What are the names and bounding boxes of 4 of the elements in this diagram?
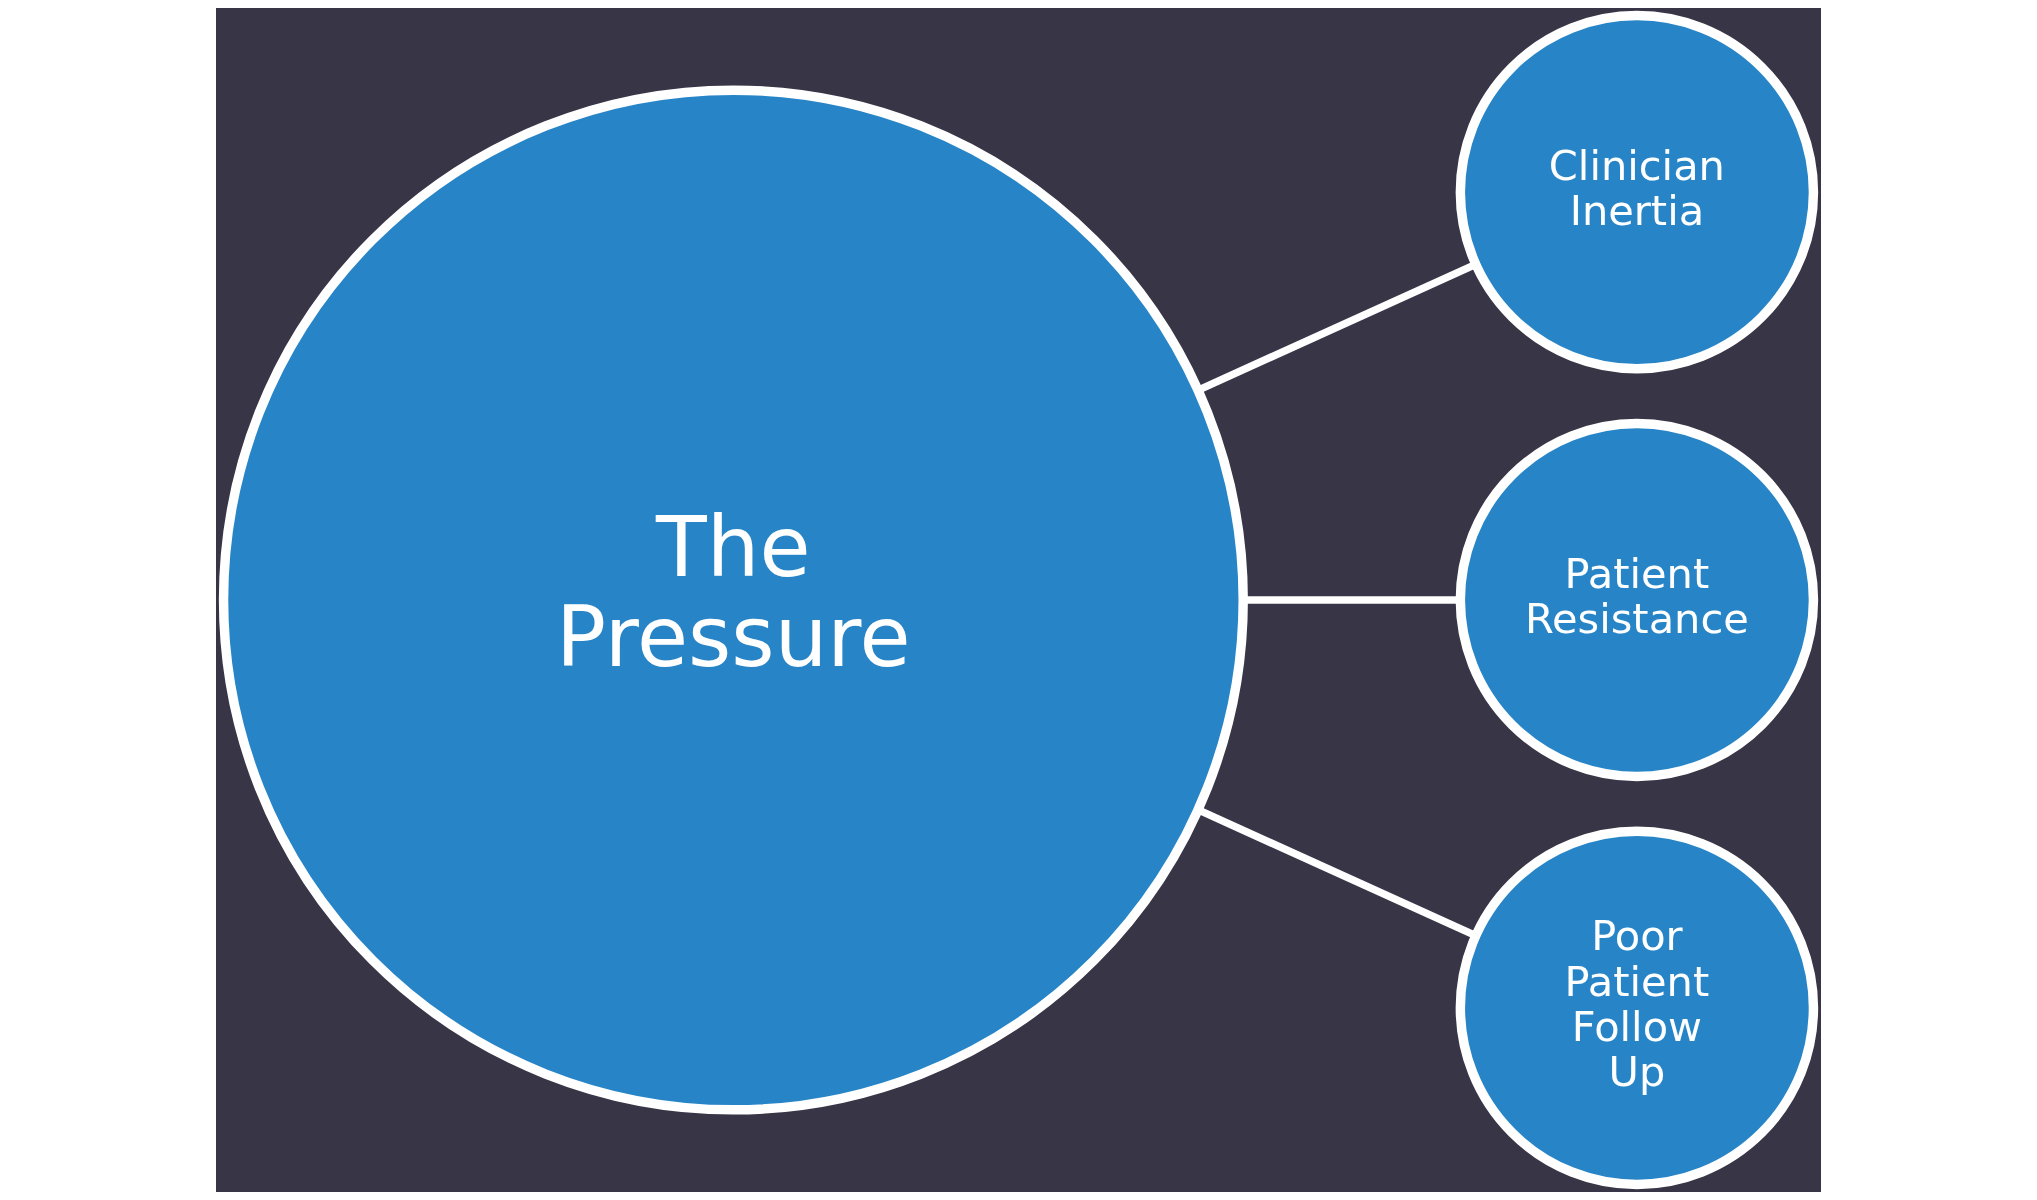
node-circle: Clinician Inertia — [1455, 10, 1819, 374]
node-circle: Poor Patient Follow Up — [1455, 826, 1819, 1190]
node-circle: Patient Resistance — [1455, 418, 1819, 782]
node-circle: The Pressure — [218, 85, 1248, 1115]
